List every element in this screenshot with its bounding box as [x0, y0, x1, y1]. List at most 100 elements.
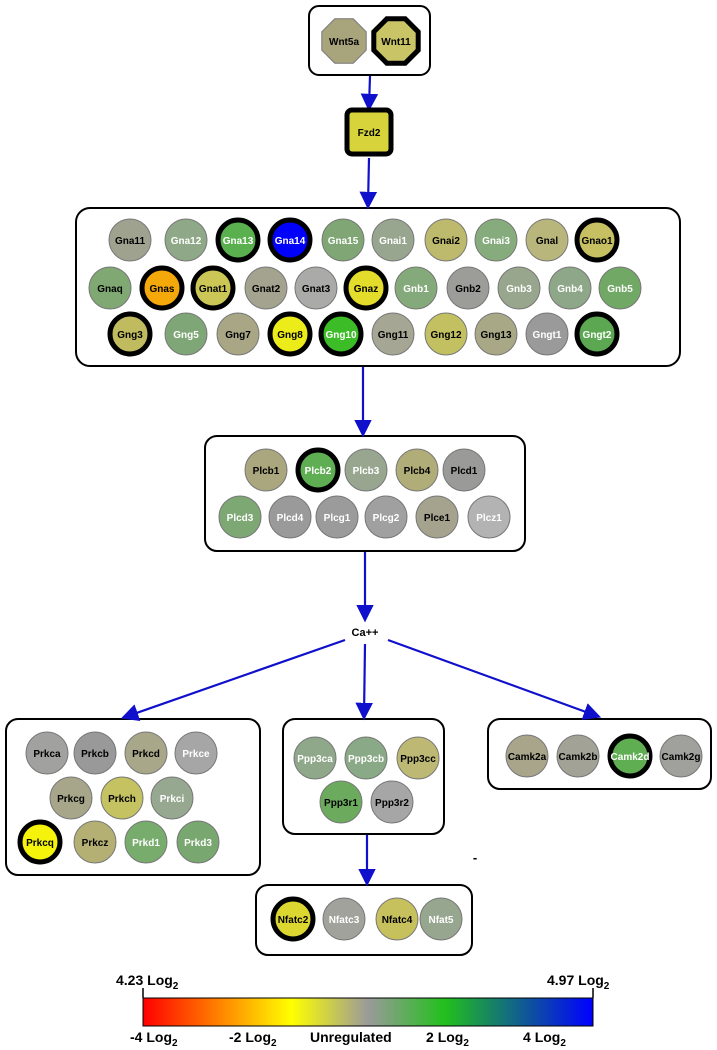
gene-node-gnb2: Gnb2 — [446, 266, 490, 310]
gene-label: Gng12 — [430, 330, 462, 341]
gene-node-gnai3: Gnai3 — [474, 218, 518, 262]
gene-node-shape — [73, 820, 117, 864]
gene-node-shape — [293, 736, 337, 780]
gene-label: Gnb2 — [455, 284, 481, 295]
gene-node-shape — [497, 266, 541, 310]
gene-node-shape — [244, 266, 288, 310]
gene-node-plcg1: Plcg1 — [315, 495, 359, 539]
gene-node-nfatc3: Nfatc3 — [322, 897, 366, 941]
gene-label: Wnt11 — [381, 37, 411, 48]
gene-node-gnao1: Gnao1 — [574, 217, 620, 263]
gene-node-shape — [108, 218, 152, 262]
gene-node-gna12: Gna12 — [164, 218, 208, 262]
gene-node-shape — [49, 776, 93, 820]
gene-node-nfatc4: Nfatc4 — [375, 897, 419, 941]
gene-label: Gng7 — [225, 330, 251, 341]
gene-node-gnat1: Gnat1 — [190, 265, 236, 311]
gene-node-shape — [270, 896, 316, 942]
gene-label: Prkce — [182, 749, 210, 760]
gene-node-shape — [394, 266, 438, 310]
gene-node-prkce: Prkce — [174, 731, 218, 775]
gene-node-gna14: Gna14 — [267, 217, 313, 263]
gene-label: Prkcz — [82, 838, 109, 849]
gene-node-shape — [73, 731, 117, 775]
gene-node-shape — [25, 731, 69, 775]
gene-label: Gnb5 — [607, 284, 633, 295]
gene-node-shape — [344, 736, 388, 780]
gene-label: Gng10 — [325, 330, 357, 341]
gene-node-shape — [371, 312, 415, 356]
gene-label: Prkcq — [26, 838, 54, 849]
gene-node-shape — [446, 266, 490, 310]
gene-node-gng10: Gng10 — [318, 311, 364, 357]
gene-node-shape — [424, 312, 468, 356]
gene-node-shape — [607, 733, 653, 779]
gene-label: Prkcd — [132, 749, 160, 760]
gene-node-plcd1: Plcd1 — [442, 448, 486, 492]
edges — [120, 75, 602, 887]
gene-node-wnt11: Wnt11 — [371, 16, 421, 66]
gene-node-shape — [100, 776, 144, 820]
gene-node-shape — [268, 495, 312, 539]
gene-node-shape — [424, 218, 468, 262]
gene-node-gnb1: Gnb1 — [394, 266, 438, 310]
gene-node-gnai2: Gnai2 — [424, 218, 468, 262]
gene-node-plcb4: Plcb4 — [395, 448, 439, 492]
gene-node-gnaz: Gnaz — [343, 265, 389, 311]
gene-label: Prkd3 — [184, 838, 212, 849]
gene-node-shape — [364, 495, 408, 539]
gene-label: Camk2g — [662, 752, 701, 763]
legend-tick-pos2: 2 Log2 — [426, 1029, 469, 1049]
gene-label: Prkd1 — [132, 838, 160, 849]
gene-node-plce1: Plce1 — [415, 495, 459, 539]
gene-node-gna11: Gna11 — [108, 218, 152, 262]
gene-node-gnb5: Gnb5 — [598, 266, 642, 310]
gene-node-camk2g: Camk2g — [659, 734, 703, 778]
gene-label: Gnat2 — [252, 284, 281, 295]
gene-node-gng13: Gng13 — [474, 312, 518, 356]
gene-label: Ppp3r2 — [375, 798, 409, 809]
gene-label: Nfat5 — [428, 915, 453, 926]
gene-node-plcb1: Plcb1 — [244, 448, 288, 492]
gene-node-ppp3ca: Ppp3ca — [293, 736, 337, 780]
gene-node-gnat3: Gnat3 — [294, 266, 338, 310]
gene-node-prkd1: Prkd1 — [124, 820, 168, 864]
gene-label: Gna15 — [328, 236, 359, 247]
gene-node-plcb2: Plcb2 — [295, 447, 341, 493]
gene-node-shape — [215, 217, 261, 263]
edge-wnt-fzd — [360, 75, 379, 112]
gene-node-gng12: Gng12 — [424, 312, 468, 356]
gene-label: Gngt2 — [583, 330, 612, 341]
gene-node-camk2b: Camk2b — [556, 734, 600, 778]
gene-node-gng3: Gng3 — [107, 311, 153, 357]
gene-node-prkch: Prkch — [100, 776, 144, 820]
gene-node-shape — [556, 734, 600, 778]
gene-label: Plcb3 — [353, 466, 380, 477]
gene-label: Gng13 — [480, 330, 512, 341]
gene-label: Camk2a — [508, 752, 547, 763]
gene-label: Fzd2 — [358, 128, 381, 139]
gene-label: Ppp3r1 — [324, 798, 358, 809]
gene-node-shape — [321, 218, 365, 262]
gene-label: Prkca — [33, 749, 61, 760]
gene-label: Plcd1 — [451, 466, 478, 477]
gene-node-shape — [415, 495, 459, 539]
gene-node-plcd3: Plcd3 — [218, 495, 262, 539]
gene-node-shape — [17, 819, 63, 865]
gene-node-shape — [321, 18, 367, 64]
gene-label: Gngt1 — [533, 330, 562, 341]
gene-node-shape — [124, 731, 168, 775]
edge-ca-ppp — [355, 643, 373, 721]
gene-node-shape — [442, 448, 486, 492]
gene-label: Camk2d — [611, 752, 650, 763]
gene-node-gnas: Gnas — [139, 265, 185, 311]
gene-label: Gnao1 — [581, 236, 613, 247]
gene-node-shape — [474, 312, 518, 356]
gene-label: Ppp3ca — [297, 754, 333, 765]
gene-label: Gna14 — [275, 236, 306, 247]
gene-node-plcg2: Plcg2 — [364, 495, 408, 539]
legend-left-value: 4.23 Log2 — [116, 972, 179, 992]
color-scale-bar — [142, 997, 594, 1027]
